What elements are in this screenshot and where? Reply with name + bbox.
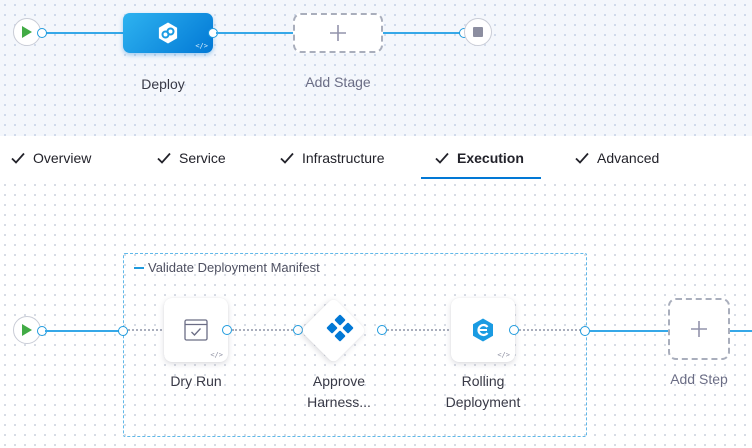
step-label-line: Rolling bbox=[461, 373, 505, 389]
add-stage-label: Add Stage bbox=[305, 74, 371, 90]
step-label-rolling-deployment: Rolling Deployment bbox=[438, 371, 528, 413]
yaml-icon: </> bbox=[195, 42, 208, 50]
step-group-container[interactable] bbox=[123, 253, 587, 437]
group-exit-port bbox=[580, 326, 590, 336]
plus-icon bbox=[330, 25, 346, 41]
yaml-icon: </> bbox=[210, 351, 223, 359]
tab-service[interactable]: Service bbox=[156, 136, 226, 180]
pipeline-start-button[interactable] bbox=[13, 18, 41, 46]
group-entry-port bbox=[118, 326, 128, 336]
play-icon bbox=[22, 26, 32, 38]
add-step-label: Add Step bbox=[670, 371, 728, 387]
tab-advanced[interactable]: Advanced bbox=[574, 136, 659, 180]
plus-icon bbox=[691, 321, 707, 337]
pipeline-link bbox=[216, 32, 294, 34]
add-stage-button[interactable] bbox=[293, 13, 383, 53]
step-label-line: Approve bbox=[312, 373, 366, 389]
deploy-stage-node[interactable]: </> bbox=[123, 13, 213, 53]
step-label-dry-run: Dry Run bbox=[170, 373, 222, 389]
step-link bbox=[232, 329, 293, 331]
checkmark-icon bbox=[575, 152, 589, 164]
rolling-deployment-icon bbox=[473, 318, 493, 342]
execution-canvas[interactable] bbox=[0, 180, 752, 448]
tab-label: Advanced bbox=[597, 150, 660, 166]
tab-label: Execution bbox=[457, 150, 524, 166]
tab-infrastructure[interactable]: Infrastructure bbox=[279, 136, 384, 180]
step-group-title: Validate Deployment Manifest bbox=[148, 260, 320, 275]
step-rolling-deployment[interactable]: </> bbox=[451, 298, 515, 362]
execution-link bbox=[45, 330, 120, 332]
checkmark-icon bbox=[435, 152, 449, 164]
execution-link bbox=[590, 330, 668, 332]
step-group-header[interactable]: Validate Deployment Manifest bbox=[134, 260, 320, 275]
step-label-approve-harness: Approve Harness... bbox=[293, 371, 385, 413]
pipeline-end-button bbox=[464, 18, 492, 46]
checkmark-icon bbox=[11, 152, 25, 164]
deploy-stage-icon bbox=[158, 22, 178, 44]
stage-label-deploy: Deploy bbox=[141, 76, 185, 92]
step-label-line: Harness... bbox=[307, 394, 371, 410]
approval-icon bbox=[326, 314, 354, 342]
pipeline-link bbox=[383, 32, 463, 34]
dry-run-icon bbox=[184, 319, 208, 341]
tab-execution[interactable]: Execution bbox=[434, 136, 524, 180]
collapse-icon[interactable] bbox=[134, 266, 144, 269]
pipeline-link bbox=[41, 32, 123, 34]
tab-label: Overview bbox=[33, 150, 92, 166]
step-link bbox=[128, 329, 162, 331]
execution-start-button[interactable] bbox=[13, 316, 41, 344]
step-dry-run[interactable]: </> bbox=[164, 298, 228, 362]
tab-label: Service bbox=[179, 150, 226, 166]
connector-port bbox=[222, 325, 232, 335]
checkmark-icon bbox=[280, 152, 294, 164]
tab-label: Infrastructure bbox=[302, 150, 385, 166]
active-tab-indicator bbox=[421, 177, 541, 179]
step-link bbox=[519, 329, 581, 331]
stop-icon bbox=[473, 27, 483, 37]
connector-port bbox=[377, 325, 387, 335]
play-icon bbox=[22, 324, 32, 336]
add-step-button[interactable] bbox=[668, 298, 730, 360]
stage-tab-bar bbox=[0, 136, 752, 181]
step-label-line: Deployment bbox=[445, 394, 521, 410]
checkmark-icon bbox=[157, 152, 171, 164]
execution-link bbox=[730, 330, 752, 332]
connector-port bbox=[37, 28, 47, 38]
connector-port bbox=[509, 325, 519, 335]
yaml-icon: </> bbox=[497, 351, 510, 359]
step-link bbox=[387, 329, 449, 331]
tab-overview[interactable]: Overview bbox=[10, 136, 91, 180]
